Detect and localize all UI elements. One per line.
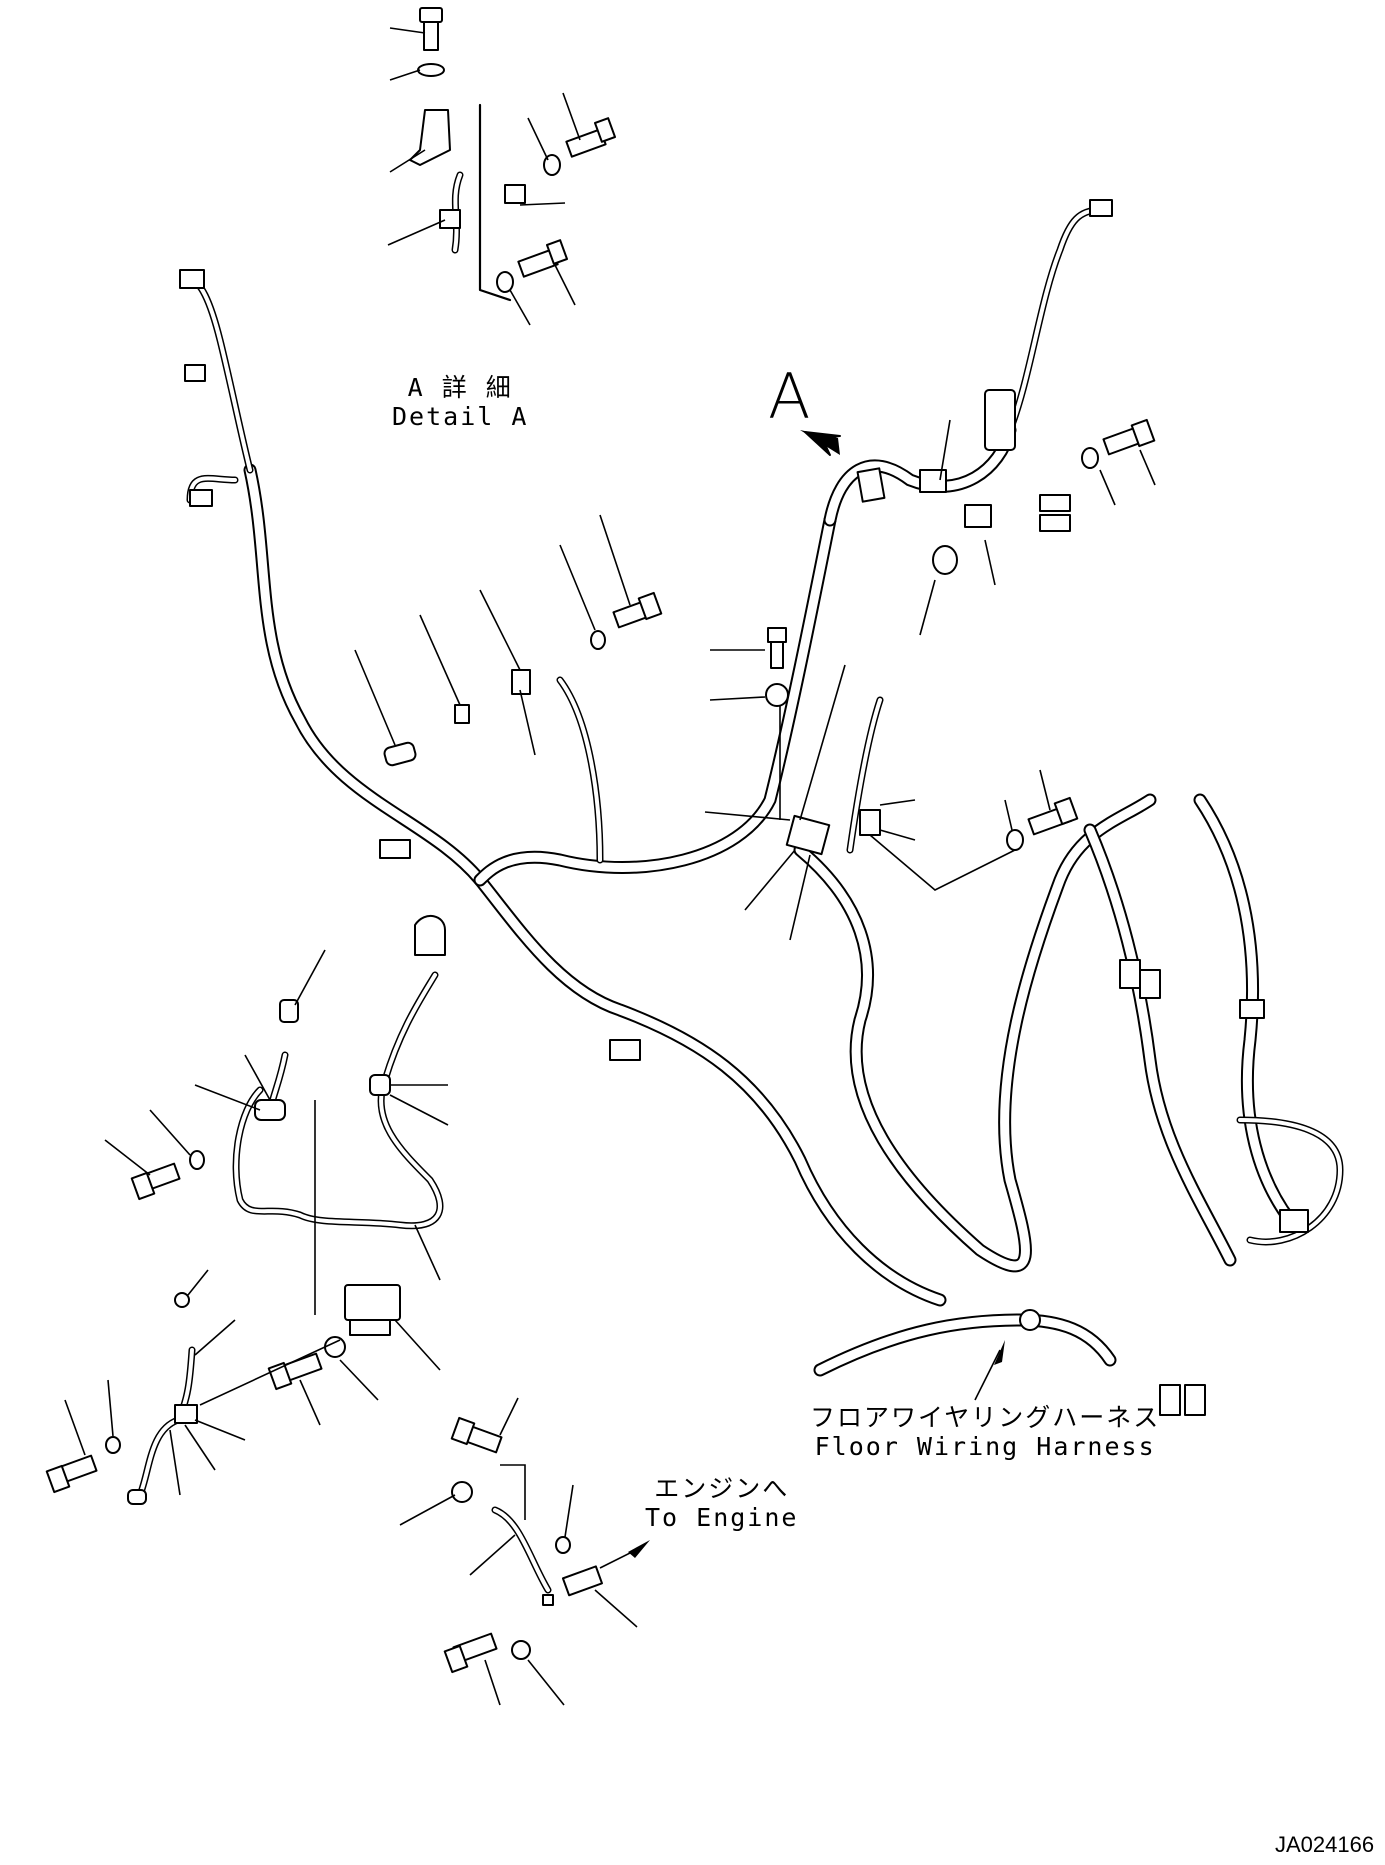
floor-harness-label-en: Floor Wiring Harness: [814, 1431, 1156, 1461]
to-engine-label: エンジンへ To Engine: [645, 1474, 799, 1533]
detail-a-label-en: Detail A: [392, 401, 529, 431]
floor-harness-label-jp: フロアワイヤリングハーネス: [810, 1403, 1161, 1432]
to-engine-label-en: To Engine: [645, 1502, 799, 1532]
harness-label-leader: [974, 1340, 1005, 1401]
ground-cable-assembly: [45, 915, 449, 1505]
engine-connection-assembly: [399, 1397, 650, 1706]
detail-a-assembly: [387, 7, 616, 326]
floor-wiring-harness: [179, 199, 1344, 1416]
center-clamp-assembly: [354, 514, 1079, 941]
detail-a-label: A 詳 細 Detail A: [392, 373, 529, 432]
to-engine-label-jp: エンジンへ: [654, 1474, 790, 1503]
view-a-region: [800, 389, 1156, 636]
detail-a-label-jp: A 詳 細: [407, 373, 513, 402]
floor-harness-label: フロアワイヤリングハーネス Floor Wiring Harness: [810, 1403, 1161, 1462]
view-a-marker: A: [768, 360, 811, 433]
drawing-number: JA024166: [1275, 1832, 1375, 1857]
